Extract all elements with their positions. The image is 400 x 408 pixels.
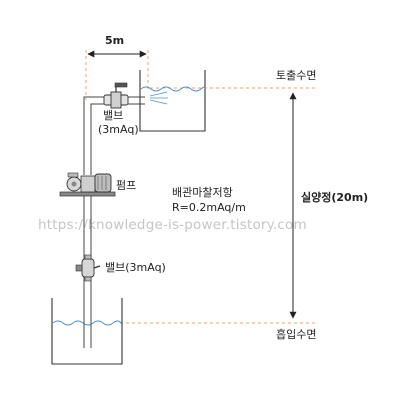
suction-surface-label: 흡입수면 [276,328,317,341]
pump-icon [59,172,116,197]
top-valve-label: 밸브 [103,109,124,122]
pump-label: 펌프 [116,179,137,192]
friction-value-label: R=0.2mAq/m [172,201,246,214]
bottom-valve-label: 밸브(3mAq) [105,261,166,274]
gate-valve-icon [103,82,129,109]
upper-tank [139,70,206,132]
horizontal-dimension-label: 5m [105,34,125,47]
ball-valve-icon [75,254,101,282]
top-valve-loss-label: (3mAq) [98,123,139,136]
lower-tank [51,298,123,365]
actual-head-label: 실양정(20m) [301,191,369,204]
discharge-surface-label: 토출수면 [276,69,317,82]
water-inflow-icon [149,91,168,105]
dimension-5m [85,50,149,100]
watermark: https://knowledge-is-power.tistory.com [38,217,307,233]
friction-label: 배관마찰저항 [172,186,233,199]
